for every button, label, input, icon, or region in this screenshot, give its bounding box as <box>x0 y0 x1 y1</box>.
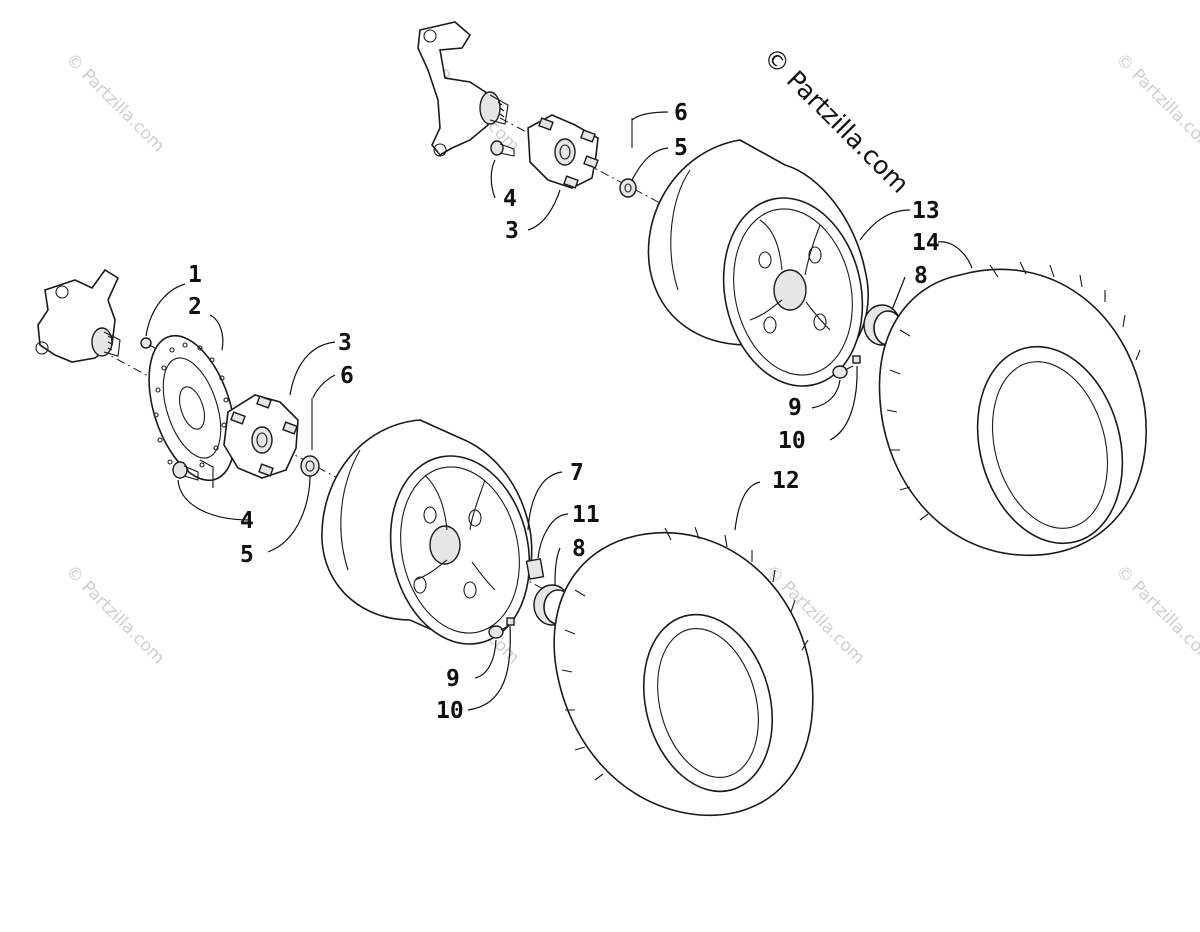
leader-9-lower <box>474 639 497 679</box>
leader-8-upper <box>891 276 906 311</box>
upper-lug-bolt <box>490 140 515 157</box>
leader-13 <box>859 209 911 241</box>
leader-9-upper <box>811 379 841 409</box>
callout-5-upper: 5 <box>674 135 688 161</box>
lower-wheel-hub <box>223 394 299 479</box>
upper-valve-stem <box>832 365 854 379</box>
callout-6-upper: 6 <box>674 100 688 126</box>
lug-nut <box>525 558 545 580</box>
lower-hub-nut <box>300 455 320 477</box>
leader-lines <box>145 111 973 711</box>
leader-5-lower <box>267 475 311 553</box>
leader-10-lower <box>467 625 511 711</box>
brake-disc-holes <box>153 342 229 473</box>
callout-numbers: 6 5 4 3 13 14 8 9 10 1 2 3 6 4 5 7 11 8 … <box>188 100 940 724</box>
watermark-bottom-left: © Partzilla.com <box>61 561 168 668</box>
callout-8-upper: 8 <box>914 263 928 289</box>
lower-valve-stem <box>488 625 509 639</box>
callout-8-lower: 8 <box>572 536 586 562</box>
lower-assembly <box>35 268 814 817</box>
callout-12: 12 <box>772 468 800 494</box>
leader-1 <box>145 283 186 337</box>
leader-5-upper <box>631 147 669 181</box>
callout-4-upper: 4 <box>503 186 517 212</box>
brake-disc-screw <box>140 337 156 349</box>
lower-tire <box>553 526 814 817</box>
leader-7 <box>527 471 563 531</box>
callout-3-lower: 3 <box>338 330 352 356</box>
leader-4-lower <box>177 479 251 521</box>
leader-12 <box>734 481 761 531</box>
leader-14 <box>937 241 973 269</box>
callout-10-upper: 10 <box>778 428 806 454</box>
watermark-top-right: © Partzilla.com <box>1111 49 1200 156</box>
callout-9-upper: 9 <box>788 395 802 421</box>
upper-wheel-hub <box>527 114 599 189</box>
lower-valve-cap <box>506 617 515 626</box>
callout-5-lower: 5 <box>240 542 254 568</box>
leader-6-lower <box>312 374 336 399</box>
callout-3-upper: 3 <box>505 218 519 244</box>
callout-4-lower: 4 <box>240 508 254 534</box>
leader-6-upper <box>631 111 669 121</box>
upper-valve-cap <box>852 355 861 364</box>
callout-10-lower: 10 <box>436 698 464 724</box>
upper-assembly <box>417 21 1147 556</box>
leader-2 <box>209 314 224 351</box>
leader-11 <box>537 513 569 559</box>
callout-1: 1 <box>188 262 202 288</box>
upper-tire <box>878 261 1147 556</box>
watermark-bottom-right: © Partzilla.com <box>1111 561 1200 668</box>
upper-wheel-rim <box>647 139 869 387</box>
callout-9-lower: 9 <box>446 666 460 692</box>
callout-2: 2 <box>188 294 202 320</box>
callout-13: 13 <box>912 198 940 224</box>
lower-lug-bolt <box>172 459 214 488</box>
callout-7: 7 <box>570 460 584 486</box>
callout-14: 14 <box>912 230 940 256</box>
upper-hub-nut <box>619 178 637 198</box>
leader-8-lower <box>554 547 561 586</box>
lower-steering-knuckle <box>35 268 121 363</box>
lower-center-axis <box>99 349 561 599</box>
callout-11: 11 <box>572 502 600 528</box>
leader-10-upper <box>829 365 858 441</box>
leader-4-upper <box>490 159 496 199</box>
brake-disc <box>148 334 236 482</box>
watermark-top-left: © Partzilla.com <box>61 49 168 156</box>
lower-wheel-rim <box>321 419 533 645</box>
upper-steering-knuckle <box>417 21 509 157</box>
callout-6-lower: 6 <box>340 363 354 389</box>
leader-3-lower <box>289 341 336 396</box>
leader-3-upper <box>527 189 561 231</box>
